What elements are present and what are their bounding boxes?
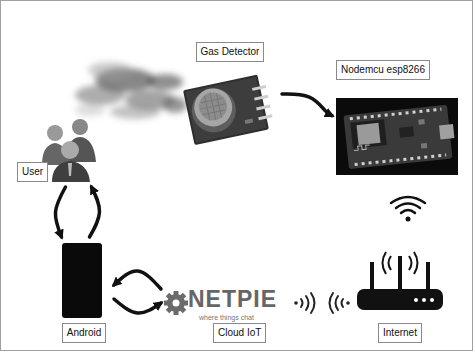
router-icon [398, 256, 402, 292]
smoke-cloud [88, 62, 132, 78]
nodemcu-board [343, 104, 456, 169]
wireless-waves [346, 301, 350, 305]
flow-arrow [282, 94, 332, 116]
nodemcu-board [350, 109, 441, 119]
smoke-cloud [163, 97, 187, 113]
logo-text: NETPIE [188, 288, 277, 311]
nodemcu-board [439, 124, 454, 139]
nodemcu-board [354, 145, 370, 151]
component-node: Android [56, 241, 112, 343]
nodemcu-board [355, 155, 446, 165]
wireless-waves [294, 293, 350, 313]
gas-sensor-module [258, 114, 272, 120]
wireless-waves [306, 296, 309, 310]
component-node: Internet [353, 245, 447, 343]
wireless-waves [301, 299, 303, 307]
nodemcu-board [336, 98, 458, 175]
node-label: Internet [378, 323, 422, 343]
router-icon [357, 289, 443, 310]
flow-arrow [90, 187, 100, 237]
wifi-symbol [401, 210, 415, 213]
node-label: Gas Detector [196, 42, 265, 62]
smoke-cloud [110, 105, 160, 119]
wifi-symbol [391, 197, 425, 203]
flow-arrow [55, 187, 99, 237]
router-icon [383, 252, 418, 274]
nodemcu-board [418, 119, 424, 125]
wifi-symbol [391, 197, 425, 222]
user-group-icon [52, 161, 90, 182]
flow-arrow [55, 187, 65, 237]
nodemcu-board [357, 123, 381, 145]
nodemcu-board [336, 98, 458, 175]
user-group-icon [47, 125, 63, 141]
gas-sensor-module [185, 77, 266, 143]
gas-sensor-module [252, 85, 266, 91]
flow-arrow [114, 271, 161, 313]
nodemcu-board [350, 119, 387, 148]
android-phone [62, 243, 102, 318]
router-icon [357, 252, 443, 310]
flow-arrow [282, 94, 332, 116]
node-label: Cloud IoT [213, 323, 266, 343]
gas-sensor-module [183, 73, 275, 145]
user-group-icon [61, 141, 79, 159]
router-icon [414, 298, 418, 302]
netpie-gear [173, 300, 180, 307]
gas-sensor-module [188, 84, 240, 136]
node-label: User [17, 162, 48, 182]
node-label: Nodemcu esp8266 [336, 60, 430, 80]
wifi-symbol [396, 204, 420, 209]
logo-tagline: where things chat [199, 314, 254, 321]
netpie-gear [167, 294, 185, 312]
router-icon [422, 298, 426, 302]
component-node: Gas Detector [180, 42, 280, 146]
router-icon [426, 262, 430, 292]
nodemcu-board [421, 143, 427, 149]
flow-arrow [114, 299, 161, 313]
gas-sensor-module [183, 75, 269, 146]
wireless-waves [330, 293, 334, 313]
flow-arrow [114, 271, 161, 289]
wireless-waves [342, 299, 344, 307]
user-group-icon [42, 119, 96, 182]
smoke-cloud [75, 62, 187, 119]
smoke-cloud [147, 74, 183, 90]
netpie-gear [164, 291, 188, 315]
gas-sensor-module [254, 95, 268, 101]
android-phone [62, 243, 102, 318]
smoke-cloud [75, 104, 105, 116]
router-icon [370, 262, 374, 292]
wireless-waves [336, 296, 339, 310]
gas-sensor-module [256, 105, 270, 111]
component-node: User [15, 112, 103, 182]
node-label: Android [62, 323, 106, 343]
wireless-waves [311, 293, 315, 313]
user-group-icon [68, 163, 72, 176]
user-group-icon [72, 119, 88, 135]
gas-sensor-module [197, 90, 228, 123]
wireless-waves [294, 301, 298, 305]
router-icon [430, 298, 434, 302]
wifi-symbol [406, 217, 411, 222]
nodemcu-board [343, 105, 452, 170]
gas-sensor-module [196, 90, 229, 123]
nodemcu-board [399, 126, 414, 137]
component-node: Nodemcu esp8266 [334, 60, 460, 176]
gas-sensor-module [245, 118, 254, 124]
gas-sensor-module [191, 85, 236, 130]
